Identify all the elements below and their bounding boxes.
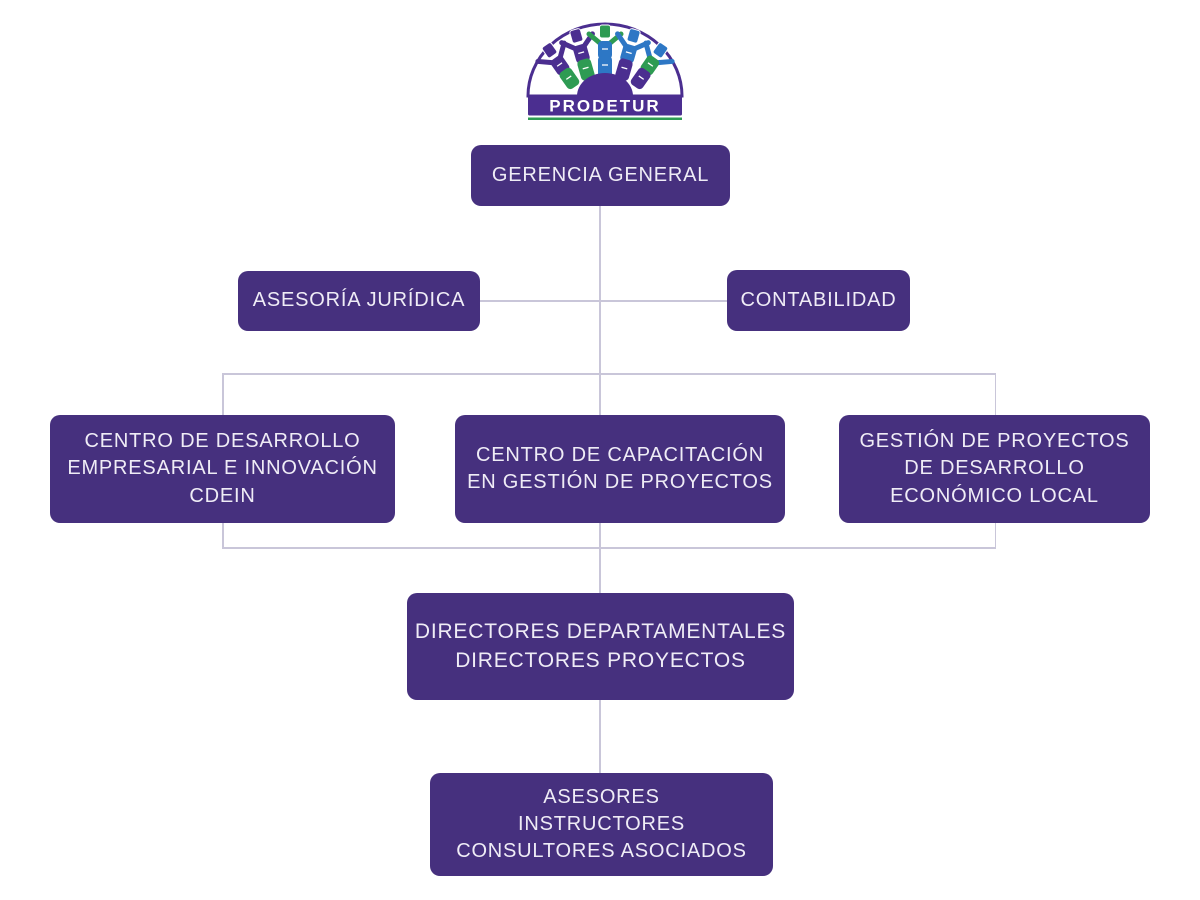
node-label-line: EMPRESARIAL E INNOVACIÓN [67,457,378,480]
node-label-line: DIRECTORES DEPARTAMENTALES [414,619,787,643]
connector-gestion-down [994,522,996,547]
prodetur-logo-graphic: PRODETUR [526,22,684,120]
node-gerencia-general: GERENCIA GENERAL [471,145,730,206]
node-gestion-proyectos-desarrollo-economico: GESTIÓN DE PROYECTOS DE DESARROLLO ECONÓ… [839,415,1150,523]
connector-gerencia-down [599,206,601,374]
connector-bus-top [222,373,996,375]
node-label-line: DE DESARROLLO [904,457,1085,480]
node-label-line: INSTRUCTORES [517,812,686,835]
node-label: CONTABILIDAD [740,288,897,311]
node-label-line: DIRECTORES PROYECTOS [455,648,746,672]
connector-bus-bottom [222,547,996,549]
connector-to-directores [599,547,601,594]
node-centro-desarrollo-empresarial-cdein: CENTRO DE DESARROLLO EMPRESARIAL E INNOV… [50,415,395,523]
connector-asesoria-contabilidad [480,300,727,302]
connector-drop-gestion [994,373,996,415]
logo-dome [577,73,633,96]
node-contabilidad: CONTABILIDAD [727,270,910,331]
node-label-line: EN GESTIÓN DE PROYECTOS [467,471,773,493]
node-directores: DIRECTORES DEPARTAMENTALES DIRECTORES PR… [407,593,794,700]
node-label-line: ECONÓMICO LOCAL [890,484,1099,507]
node-label-line: GESTIÓN DE PROYECTOS [859,430,1130,453]
connector-drop-capacitacion [599,373,601,415]
connector-cdein-down [222,522,224,547]
connector-drop-cdein [222,373,224,415]
connector-capacitacion-down [599,522,601,547]
node-label: GERENCIA GENERAL [491,163,710,186]
logo-figures [535,24,675,90]
node-centro-capacitacion-gestion-proyectos: CENTRO DE CAPACITACIÓN EN GESTIÓN DE PRO… [455,415,785,523]
node-label-line: CENTRO DE CAPACITACIÓN [476,443,764,466]
node-label-line: CDEIN [189,484,256,507]
node-label-line: CONSULTORES ASOCIADOS [456,840,747,863]
prodetur-logo: PRODETUR [525,16,685,122]
connector-to-asesores [599,700,601,774]
logo-figure [630,40,675,90]
logo-band [528,95,682,116]
node-label-line: CENTRO DE DESARROLLO [84,430,361,453]
node-asesoria-juridica: ASESORÍA JURÍDICA [238,271,480,331]
logo-underline [528,117,682,120]
node-label-line: ASESORES [543,785,660,808]
node-label: ASESORÍA JURÍDICA [252,289,466,312]
logo-figure [559,28,595,81]
logo-wordmark: PRODETUR [549,97,660,116]
node-asesores-instructores-consultores: ASESORES INSTRUCTORES CONSULTORES ASOCIA… [430,773,773,876]
